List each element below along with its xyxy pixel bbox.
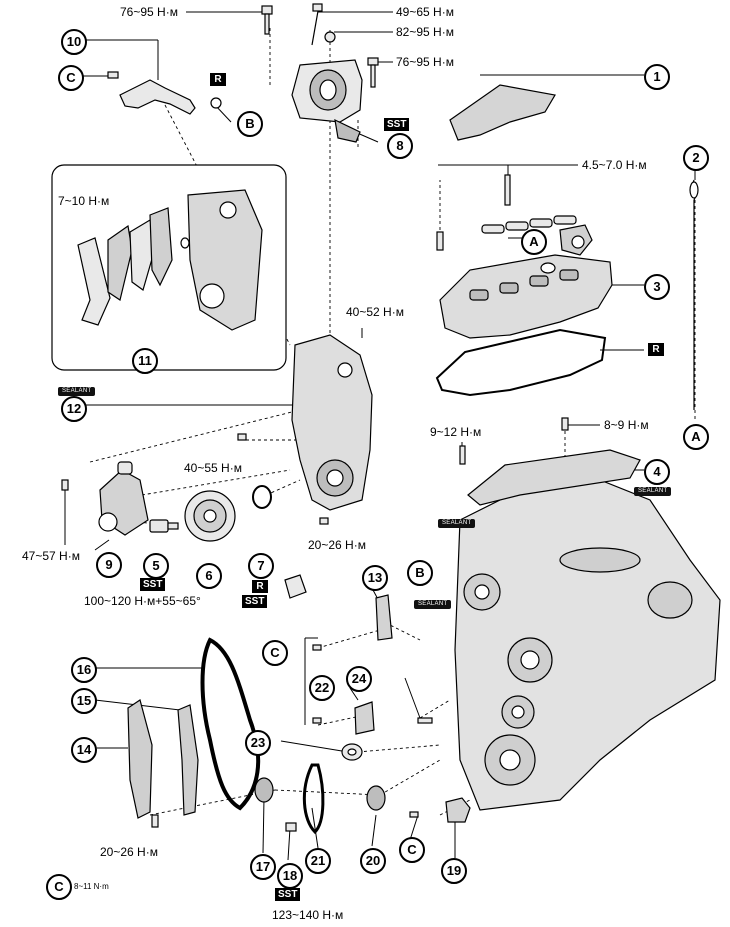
- torque-label-inset: 7~10 Н·м: [58, 194, 110, 208]
- chain-guide-14: [127, 699, 153, 819]
- ref-c-tensioner: C: [399, 837, 425, 863]
- callout-16: 16: [71, 657, 97, 683]
- callout-7: 7: [248, 553, 274, 579]
- callout-1: 1: [644, 64, 670, 90]
- torque-label-crank-bolt: 100~120 Н·м+55~65°: [84, 594, 201, 608]
- torque-label-bolt-top: 76~95 Н·м: [120, 5, 178, 19]
- ref-a-coil: A: [521, 229, 547, 255]
- callout-5: 5: [143, 553, 169, 579]
- ignition-coils: [436, 174, 577, 251]
- torque-label-mount-nut: 82~95 Н·м: [396, 25, 454, 39]
- tag-sst-18: SST: [275, 888, 301, 901]
- callout-23: 23: [245, 730, 271, 756]
- nut: [324, 31, 336, 43]
- tag-sst-5: SST: [140, 578, 166, 591]
- callout-3: 3: [644, 274, 670, 300]
- torque-label-cam-left: 9~12 Н·м: [430, 425, 482, 439]
- bolt-top-left: [261, 5, 273, 35]
- valve-cover: [439, 254, 613, 339]
- callout-18: 18: [277, 863, 303, 889]
- torque-label-guide: 20~26 Н·м: [100, 845, 158, 859]
- torque-label-cam-right: 8~9 Н·м: [604, 418, 649, 432]
- callout-2: 2: [683, 145, 709, 171]
- tag-r-top: R: [210, 73, 226, 86]
- cover-1: [449, 84, 556, 141]
- sealant-marker-block-top: SEALANT: [438, 519, 476, 528]
- callout-20: 20: [360, 848, 386, 874]
- valve-cover-gasket: [435, 328, 607, 397]
- bolt-top-long: [311, 3, 323, 46]
- callout-6: 6: [196, 563, 222, 589]
- torque-label-mount-right: 76~95 Н·м: [396, 55, 454, 69]
- camshaft-cap: [467, 449, 641, 506]
- ref-a-dipstick: A: [683, 424, 709, 450]
- ref-b-pipe: B: [237, 111, 263, 137]
- timing-chain: [200, 637, 261, 811]
- sealant-marker-block-front: SEALANT: [414, 600, 452, 609]
- torque-label-cover-lower: 20~26 Н·м: [308, 538, 366, 552]
- callout-13: 13: [362, 565, 388, 591]
- torque-label-cover-bolt: 40~55 Н·м: [184, 461, 242, 475]
- callout-9: 9: [96, 552, 122, 578]
- callout-17: 17: [250, 854, 276, 880]
- timing-chain-cover: [291, 334, 373, 511]
- callout-24: 24: [346, 666, 372, 692]
- sealant-marker-12: SEALANT: [58, 387, 96, 396]
- torque-label-sprocket-bolt: 123~140 Н·м: [272, 908, 344, 922]
- callout-4: 4: [644, 459, 670, 485]
- torque-label-coil: 4.5~7.0 Н·м: [582, 158, 647, 172]
- sealant-marker-cam: SEALANT: [634, 487, 672, 496]
- callout-15: 15: [71, 688, 97, 714]
- legend-c: C: [46, 874, 72, 900]
- crank-pulley: [184, 490, 236, 542]
- callout-22: 22: [309, 675, 335, 701]
- tag-sst-7: SST: [242, 595, 268, 608]
- callout-10: 10: [61, 29, 87, 55]
- callout-12: 12: [61, 396, 87, 422]
- chain-guide-15: [177, 704, 199, 816]
- tag-r-seal: R: [252, 580, 268, 593]
- callout-21: 21: [305, 848, 331, 874]
- oil-seal: [252, 485, 272, 509]
- ref-b-block: B: [407, 560, 433, 586]
- bolt-right: [367, 57, 379, 88]
- tag-r-gasket: R: [648, 343, 664, 356]
- ref-c-pipe: C: [58, 65, 84, 91]
- torque-label-tensioner: 47~57 Н·м: [22, 549, 80, 563]
- callout-19: 19: [441, 858, 467, 884]
- legend-c-torque: 8~11 N·m: [74, 882, 109, 891]
- ref-c-guide: C: [262, 640, 288, 666]
- oil-pipe: [119, 79, 196, 115]
- tag-sst-8: SST: [384, 118, 410, 131]
- callout-8: 8: [387, 133, 413, 159]
- torque-label-mount-bolt: 49~65 Н·м: [396, 5, 454, 19]
- crank-bolt: [149, 519, 179, 533]
- callout-11: 11: [132, 348, 158, 374]
- torque-label-cover: 40~52 Н·м: [346, 305, 404, 319]
- callout-14: 14: [71, 737, 97, 763]
